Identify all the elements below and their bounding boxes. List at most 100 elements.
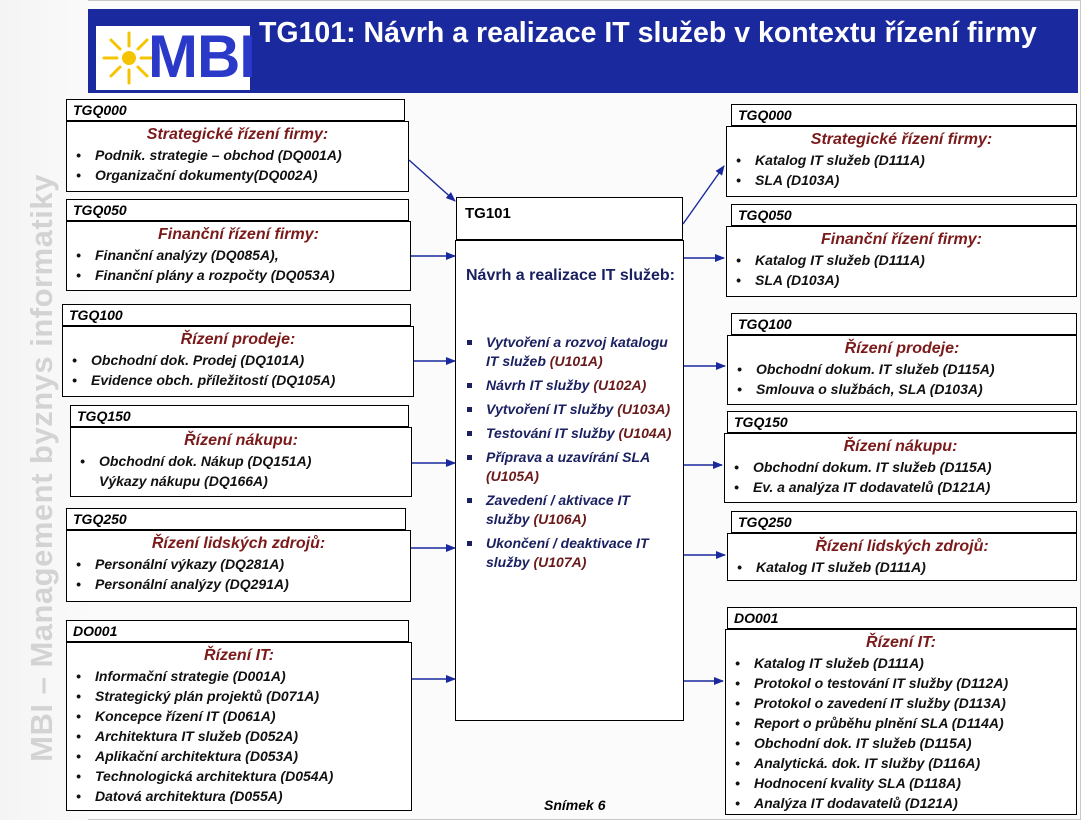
list-item: Analýza IT dodavatelů (D121A): [726, 793, 1076, 813]
list-item: Hodnocení kvality SLA (D118A): [726, 773, 1076, 793]
list-item: Obchodní dok. Nákup (DQ151A): [71, 451, 411, 471]
item-list: Katalog IT služeb (D111A) SLA (D103A): [727, 250, 1076, 290]
list-item: Protokol o zavedení IT služby (D113A): [726, 693, 1076, 713]
left-box-hr: Řízení lidských zdrojů: Personální výkaz…: [66, 530, 411, 602]
box-title: Řízení nákupu:: [184, 432, 298, 449]
right-box-financial: Finanční řízení firmy: Katalog IT služeb…: [726, 226, 1077, 297]
list-item: Koncepce řízení IT (D061A): [67, 706, 411, 726]
left-box-purchasing: Řízení nákupu: Obchodní dok. Nákup (DQ15…: [70, 427, 412, 497]
list-item: Obchodní dokum. IT služeb (D115A): [725, 457, 1076, 477]
list-item: Podnik. strategie – obchod (DQ001A): [67, 145, 408, 165]
list-item: Ukončení / deaktivace IT služby (U107A): [456, 534, 685, 572]
list-item: Report o průběhu plnění SLA (D114A): [726, 713, 1076, 733]
left-code-tgq050: TGQ050: [66, 199, 409, 221]
item-list: Obchodní dokum. IT služeb (D115A) Ev. a …: [725, 457, 1076, 497]
list-item: Katalog IT služeb (D111A): [726, 653, 1076, 673]
list-item: Technologická architektura (D054A): [67, 766, 411, 786]
list-item: Obchodní dok. Prodej (DQ101A): [63, 350, 413, 370]
arrow: [682, 165, 725, 225]
list-item: Organizační dokumenty(DQ002A): [67, 165, 408, 185]
list-item: Informační strategie (D001A): [67, 666, 411, 686]
box-title: Řízení prodeje:: [844, 340, 960, 357]
item-list: Podnik. strategie – obchod (DQ001A) Orga…: [67, 145, 408, 185]
item-list: Obchodní dok. Nákup (DQ151A) Výkazy náku…: [71, 451, 411, 491]
item-list: Obchodní dokum. IT služeb (D115A) Smlouv…: [728, 359, 1076, 399]
list-item: Vytvoření a rozvoj katalogu IT služeb (U…: [456, 333, 685, 371]
left-code-tgq000: TGQ000: [66, 99, 405, 121]
right-code-tgq000: TGQ000: [731, 104, 1077, 126]
center-list: Vytvoření a rozvoj katalogu IT služeb (U…: [456, 333, 685, 577]
list-item: SLA (D103A): [727, 270, 1076, 290]
center-title: Návrh a realizace IT služeb:: [466, 267, 675, 284]
list-item: Testování IT služby (U104A): [456, 424, 685, 443]
right-box-purchasing: Řízení nákupu: Obchodní dokum. IT služeb…: [724, 433, 1077, 503]
item-list: Informační strategie (D001A) Strategický…: [67, 666, 411, 806]
logo: [96, 26, 250, 90]
list-item: Katalog IT služeb (D111A): [727, 250, 1076, 270]
list-item: Výkazy nákupu (DQ166A): [99, 473, 268, 489]
item-list: Obchodní dok. Prodej (DQ101A) Evidence o…: [63, 350, 413, 390]
box-title: Řízení lidských zdrojů:: [151, 535, 326, 552]
list-item: Personální analýzy (DQ291A): [67, 574, 410, 594]
item-list: Katalog IT služeb (D111A) Protokol o tes…: [726, 653, 1076, 813]
box-title: Řízení IT:: [204, 647, 274, 664]
right-box-hr: Řízení lidských zdrojů: Katalog IT služe…: [727, 533, 1077, 581]
slide-number: Snímek 6: [544, 797, 606, 813]
left-code-tgq100: TGQ100: [62, 304, 411, 326]
list-item: Architektura IT služeb (D052A): [67, 726, 411, 746]
left-code-tgq250: TGQ250: [66, 508, 406, 530]
box-title: Strategické řízení firmy:: [146, 126, 329, 143]
right-code-tgq050: TGQ050: [731, 204, 1077, 226]
box-title: Finanční řízení firmy:: [158, 226, 319, 243]
item-list: Finanční analýzy (DQ085A), Finanční plán…: [67, 245, 410, 285]
item-list: Katalog IT služeb (D111A): [728, 557, 1076, 577]
right-box-sales: Řízení prodeje: Obchodní dokum. IT služe…: [727, 335, 1077, 405]
list-item: Příprava a uzavírání SLA (U105A): [456, 448, 685, 486]
sun-icon: [102, 31, 156, 85]
left-box-strategic: Strategické řízení firmy: Podnik. strate…: [66, 121, 409, 192]
list-item: Vytvoření IT služby (U103A): [456, 400, 685, 419]
right-box-strategic: Strategické řízení firmy: Katalog IT slu…: [726, 126, 1077, 197]
list-item: Finanční analýzy (DQ085A),: [67, 245, 410, 265]
right-code-tgq250: TGQ250: [731, 511, 1077, 533]
box-title: Řízení IT:: [866, 634, 936, 651]
list-item: Návrh IT služby (U102A): [456, 376, 685, 395]
list-item: Datová architektura (D055A): [67, 786, 411, 806]
item-list: Personální výkazy (DQ281A) Personální an…: [67, 554, 410, 594]
slide-title: TG101: Návrh a realizace IT služeb v kon…: [259, 17, 1037, 49]
list-item: Personální výkazy (DQ281A): [67, 554, 410, 574]
left-box-it: Řízení IT: Informační strategie (D001A) …: [66, 642, 412, 811]
list-item: Aplikační architektura (D053A): [67, 746, 411, 766]
center-box: Návrh a realizace IT služeb: Vytvoření a…: [455, 240, 684, 721]
logo-text: MBI: [148, 23, 256, 90]
list-item: Obchodní dokum. IT služeb (D115A): [728, 359, 1076, 379]
right-code-do001: DO001: [727, 607, 1077, 629]
list-item: SLA (D103A): [727, 170, 1076, 190]
list-item: Finanční plány a rozpočty (DQ053A): [67, 265, 410, 285]
center-code: TG101: [456, 197, 683, 240]
list-item: Analytická. dok. IT služby (D116A): [726, 753, 1076, 773]
arrow: [408, 159, 456, 202]
list-item: Ev. a analýza IT dodavatelů (D121A): [725, 477, 1076, 497]
list-item: Smlouva o službách, SLA (D103A): [728, 379, 1076, 399]
box-title: Finanční řízení firmy:: [821, 231, 982, 248]
item-list: Katalog IT služeb (D111A) SLA (D103A): [727, 150, 1076, 190]
left-code-do001: DO001: [66, 620, 409, 642]
header-bar: [88, 9, 1078, 93]
left-box-financial: Finanční řízení firmy: Finanční analýzy …: [66, 221, 411, 291]
right-box-it: Řízení IT: Katalog IT služeb (D111A) Pro…: [725, 629, 1077, 815]
right-code-tgq150: TGQ150: [727, 411, 1077, 433]
left-box-sales: Řízení prodeje: Obchodní dok. Prodej (DQ…: [62, 326, 414, 397]
list-item: Katalog IT služeb (D111A): [728, 557, 1076, 577]
right-code-tgq100: TGQ100: [731, 313, 1077, 335]
box-title: Řízení nákupu:: [843, 438, 958, 455]
list-item: Zavedení / aktivace IT služby (U106A): [456, 491, 685, 529]
box-title: Řízení prodeje:: [180, 331, 296, 348]
list-item: Evidence obch. příležitostí (DQ105A): [63, 370, 413, 390]
box-title: Strategické řízení firmy:: [810, 131, 993, 148]
list-item: Strategický plán projektů (D071A): [67, 686, 411, 706]
list-item: Obchodní dok. IT služeb (D115A): [726, 733, 1076, 753]
left-code-tgq150: TGQ150: [70, 405, 409, 427]
list-item: Katalog IT služeb (D111A): [727, 150, 1076, 170]
